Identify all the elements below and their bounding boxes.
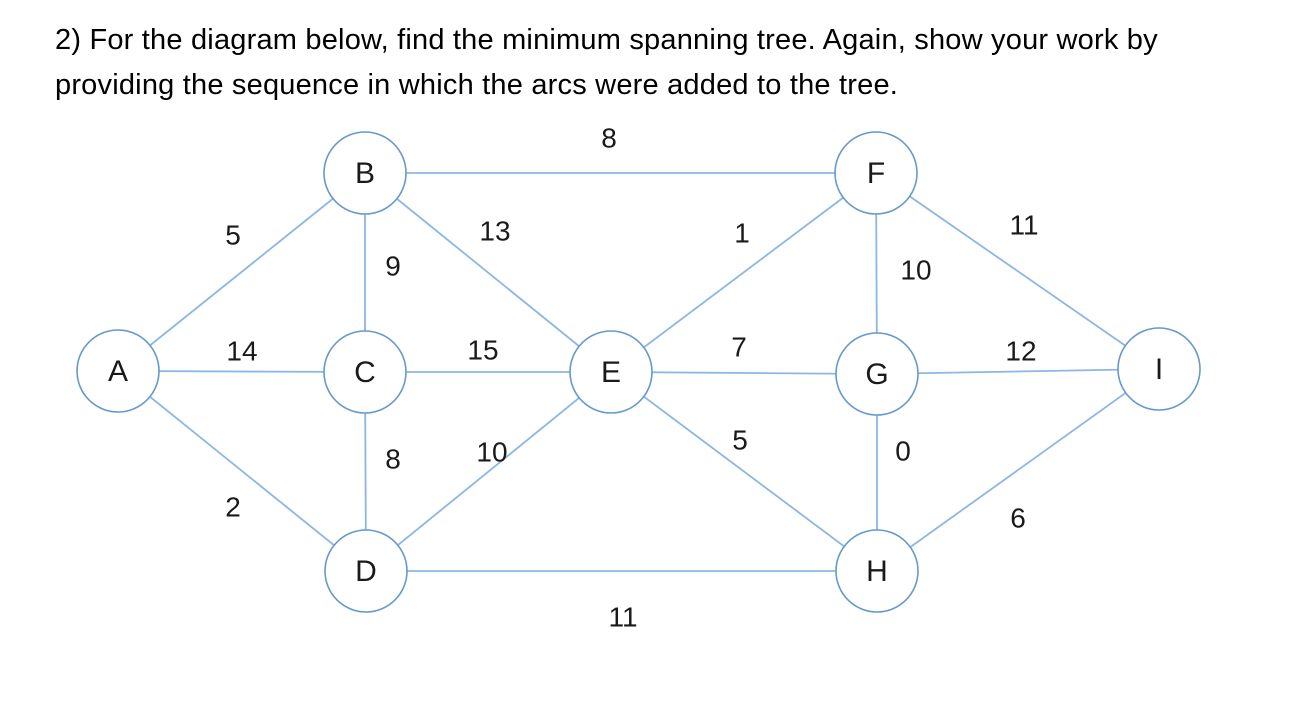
node-label-G: G <box>865 358 888 391</box>
node-I <box>1117 327 1201 411</box>
node-A <box>76 329 160 413</box>
edge-H-I <box>876 368 1160 572</box>
node-label-D: D <box>355 555 377 588</box>
edge-weight-E-G: 7 <box>731 331 747 362</box>
edge-G-I <box>876 368 1160 375</box>
edge-weight-A-D: 2 <box>225 491 241 522</box>
edge-weight-A-B: 5 <box>225 219 241 250</box>
edge-weight-G-I: 12 <box>1005 335 1036 366</box>
node-label-I: I <box>1155 353 1163 386</box>
edge-weight-E-H: 5 <box>732 424 748 455</box>
edge-A-B <box>117 172 366 372</box>
edge-E-F <box>610 172 877 373</box>
node-H <box>835 529 919 613</box>
node-E <box>569 330 653 414</box>
edge-A-D <box>117 370 367 572</box>
node-G <box>835 332 919 416</box>
edge-weight-E-F: 1 <box>734 217 750 248</box>
edge-weight-C-D: 8 <box>385 443 401 474</box>
edge-weight-G-H: 0 <box>895 435 911 466</box>
edge-F-I <box>875 172 1160 370</box>
edge-weight-H-I: 6 <box>1010 502 1026 533</box>
edge-weight-F-G: 10 <box>900 254 931 285</box>
node-label-C: C <box>354 356 376 389</box>
edge-weight-D-E: 10 <box>476 436 507 467</box>
node-F <box>834 131 918 215</box>
edge-weight-B-C: 9 <box>385 250 401 281</box>
edge-weight-F-I: 11 <box>1009 209 1038 240</box>
edge-weight-A-C: 14 <box>226 335 257 366</box>
node-label-E: E <box>601 356 621 389</box>
node-D <box>324 529 408 613</box>
problem-statement: 2) For the diagram below, find the minim… <box>55 24 1158 101</box>
edge-weight-D-H: 11 <box>608 601 637 632</box>
edge-B-E <box>364 172 612 373</box>
edge-D-E <box>365 371 612 572</box>
node-label-F: F <box>867 157 885 190</box>
edge-E-G <box>610 371 878 375</box>
edge-E-H <box>610 371 878 572</box>
node-C <box>323 330 407 414</box>
node-B <box>323 131 407 215</box>
node-label-B: B <box>355 157 375 190</box>
node-label-H: H <box>866 555 888 588</box>
edge-weight-B-F: 8 <box>601 122 617 153</box>
edge-weight-C-E: 15 <box>467 334 498 365</box>
edge-weight-B-E: 13 <box>479 215 510 246</box>
node-label-A: A <box>108 355 128 388</box>
